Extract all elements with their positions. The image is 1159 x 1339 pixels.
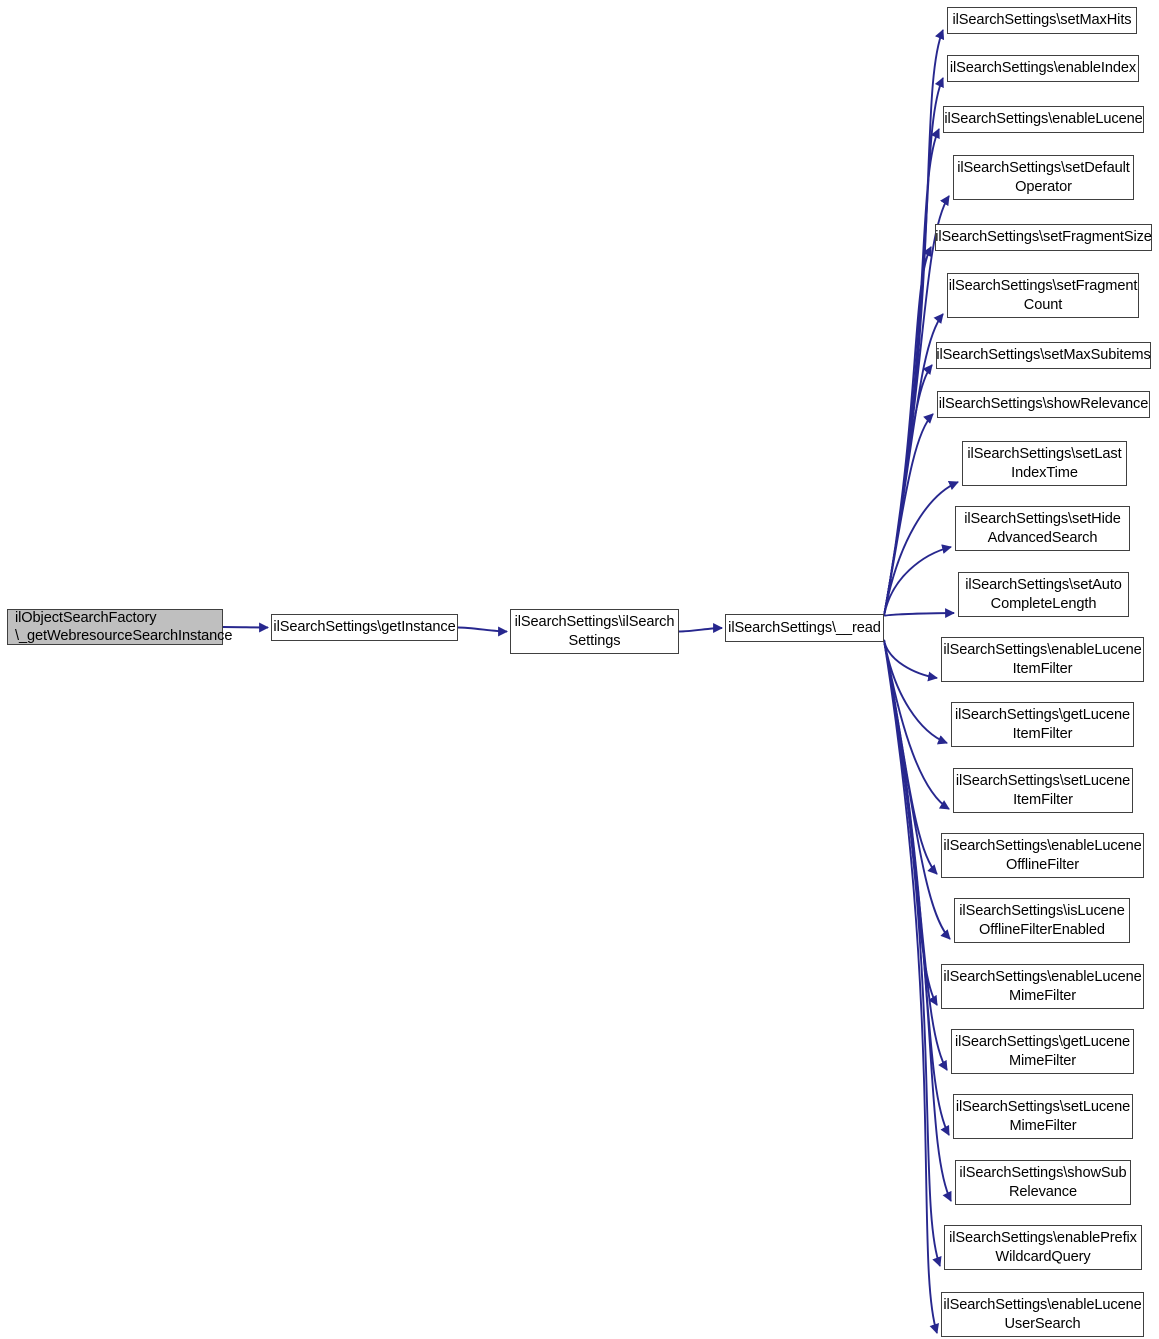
node-ilsearchsettings-setlucene-itemfilter[interactable]: ilSearchSettings\setLucene ItemFilter xyxy=(953,768,1133,813)
edge-read-to-callee-11 xyxy=(883,639,938,682)
node-ilsearchsettings-enablelucene-itemfilter[interactable]: ilSearchSettings\enableLucene ItemFilter xyxy=(941,637,1144,682)
node-ilsearchsettings-setfragment-count[interactable]: ilSearchSettings\setFragment Count xyxy=(947,273,1139,318)
node-ilsearchsettings-enablelucene[interactable]: ilSearchSettings\enableLucene xyxy=(943,106,1144,133)
edge-read-to-callee-21 xyxy=(883,639,939,1334)
edge-read-to-callee-1 xyxy=(883,77,944,617)
edges-group xyxy=(222,29,959,1334)
node-ilsearchsettings-setlucene-mimefilter[interactable]: ilSearchSettings\setLucene MimeFilter xyxy=(953,1094,1133,1139)
edge-read-to-callee-0 xyxy=(883,29,945,617)
node-ilsearchsettings-getinstance[interactable]: ilSearchSettings\getInstance xyxy=(271,614,458,641)
edge-read-to-callee-16 xyxy=(883,639,938,1006)
node-ilsearchsettings-enablelucene-usersearch[interactable]: ilSearchSettings\enableLucene UserSearch xyxy=(941,1292,1144,1337)
node-ilsearchsettings-setlast-indextime[interactable]: ilSearchSettings\setLast IndexTime xyxy=(962,441,1127,486)
edge-read-to-callee-19 xyxy=(883,639,952,1202)
node-ilsearchsettings-enableindex[interactable]: ilSearchSettings\enableIndex xyxy=(947,55,1139,82)
edge-read-to-callee-15 xyxy=(883,639,951,940)
edge-read-to-callee-12 xyxy=(883,639,948,745)
edge-chain-1 xyxy=(457,626,508,637)
node-ilsearchsettings-setfragmentsize[interactable]: ilSearchSettings\setFragmentSize xyxy=(935,224,1152,251)
node-ilsearchsettings-getlucene-itemfilter[interactable]: ilSearchSettings\getLucene ItemFilter xyxy=(951,702,1134,747)
edge-read-to-callee-17 xyxy=(883,639,948,1071)
edge-read-to-callee-4 xyxy=(883,246,932,617)
edge-read-to-callee-10 xyxy=(883,608,955,619)
node-ilsearchsettings-read[interactable]: ilSearchSettings\__read xyxy=(725,614,884,642)
edge-read-to-callee-6 xyxy=(883,364,933,617)
edge-read-to-callee-7 xyxy=(883,413,934,617)
node-ilsearchsettings-enableprefix-wildcardquery[interactable]: ilSearchSettings\enablePrefix WildcardQu… xyxy=(944,1225,1142,1270)
edge-read-to-callee-20 xyxy=(883,639,942,1267)
node-ilsearchsettings-ilsearch-settings[interactable]: ilSearchSettings\ilSearch Settings xyxy=(510,609,679,654)
node-ilsearchsettings-setmaxhits[interactable]: ilSearchSettings\setMaxHits xyxy=(947,7,1137,34)
edge-read-to-callee-13 xyxy=(883,639,950,810)
node-ilsearchsettings-sethide-advancedsearch[interactable]: ilSearchSettings\setHide AdvancedSearch xyxy=(955,506,1130,551)
node-ilobjectsearchfactory-getwebresourcesearchinstance[interactable]: ilObjectSearchFactory \_getWebresourceSe… xyxy=(7,609,232,645)
node-ilsearchsettings-setdefault-operator[interactable]: ilSearchSettings\setDefault Operator xyxy=(953,155,1134,200)
node-ilsearchsettings-setmaxsubitems[interactable]: ilSearchSettings\setMaxSubitems xyxy=(936,342,1151,369)
node-ilsearchsettings-islucene-offlinefilterenabled[interactable]: ilSearchSettings\isLucene OfflineFilterE… xyxy=(954,898,1130,943)
node-ilsearchsettings-getlucene-mimefilter[interactable]: ilSearchSettings\getLucene MimeFilter xyxy=(951,1029,1134,1074)
node-ilsearchsettings-showrelevance[interactable]: ilSearchSettings\showRelevance xyxy=(937,391,1150,418)
edge-read-to-callee-18 xyxy=(883,639,950,1136)
edge-read-to-callee-5 xyxy=(883,313,944,617)
edge-read-to-callee-9 xyxy=(883,544,952,617)
edge-read-to-callee-14 xyxy=(883,639,938,875)
edge-chain-2 xyxy=(678,623,723,633)
node-ilsearchsettings-showsub-relevance[interactable]: ilSearchSettings\showSub Relevance xyxy=(955,1160,1131,1205)
node-ilsearchsettings-enablelucene-mimefilter[interactable]: ilSearchSettings\enableLucene MimeFilter xyxy=(941,964,1144,1009)
node-ilsearchsettings-setauto-completelength[interactable]: ilSearchSettings\setAuto CompleteLength xyxy=(958,572,1129,617)
edge-read-to-callee-2 xyxy=(883,128,940,617)
node-ilsearchsettings-enablelucene-offlinefilter[interactable]: ilSearchSettings\enableLucene OfflineFil… xyxy=(941,833,1144,878)
edge-read-to-callee-8 xyxy=(883,480,959,617)
